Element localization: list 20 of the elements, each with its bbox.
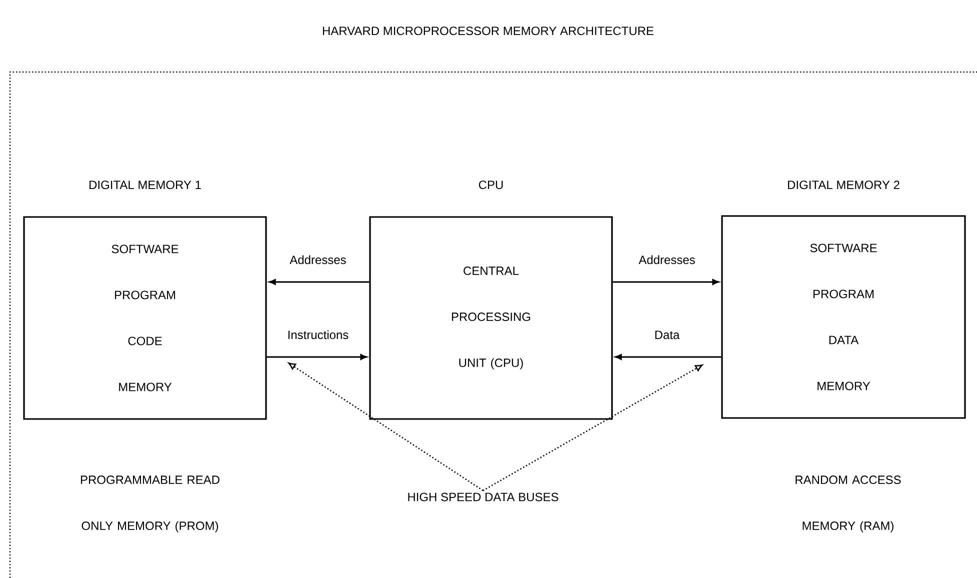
arrow	[266, 354, 368, 360]
edge-label: Addresses	[288, 254, 348, 266]
arrow	[482, 364, 703, 492]
box-heading: CPU	[478, 180, 503, 190]
arrow	[612, 279, 720, 285]
box-heading: DIGITAL MEMORY 1	[90, 180, 201, 190]
edge-label: Addresses	[638, 254, 696, 266]
bus-label: HIGH SPEED DATA BUSES	[408, 492, 558, 502]
arrow	[268, 279, 370, 285]
memory-box: SOFTWARE PROGRAM CODE MEMORY	[23, 216, 267, 420]
edge-label: Instructions	[286, 329, 350, 340]
arrow	[614, 354, 722, 360]
memory-box: CENTRAL PROCESSING UNIT (CPU)	[369, 216, 613, 420]
title: HARVARD MICROPROCESSOR MEMORY ARCHITECTURE	[322, 26, 654, 36]
memory-type-note: RANDOM ACCESS MEMORY (RAM)	[796, 476, 901, 532]
memory-box: SOFTWARE PROGRAM DATA MEMORY	[721, 215, 966, 419]
edge-label: Data	[653, 330, 681, 340]
arrow	[288, 362, 484, 492]
memory-type-note: PROGRAMMABLE READ ONLY MEMORY (PROM)	[80, 476, 220, 532]
box-heading: DIGITAL MEMORY 2	[788, 180, 900, 190]
